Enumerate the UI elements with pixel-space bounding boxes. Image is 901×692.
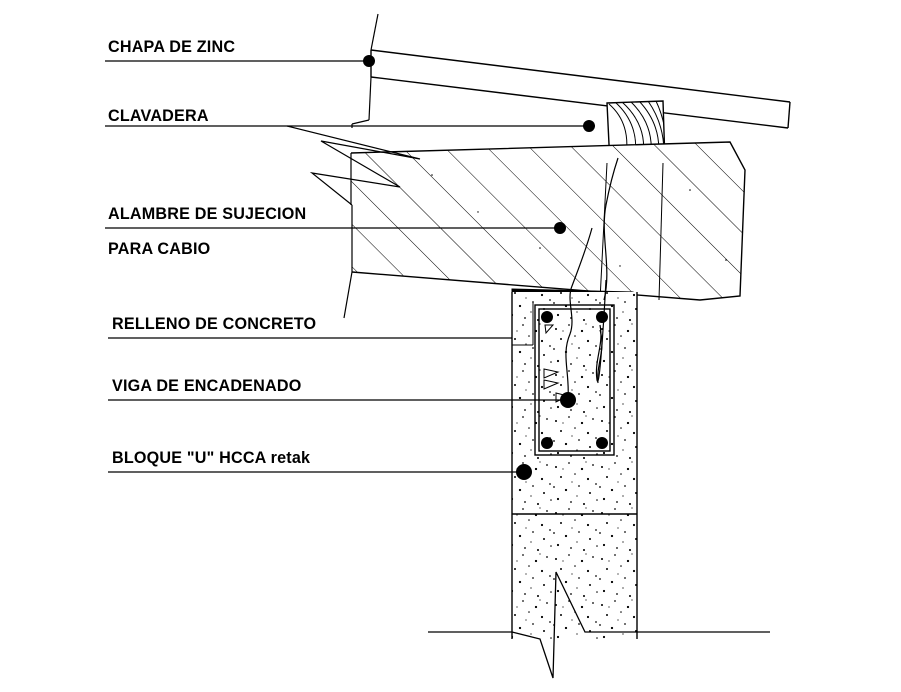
bottom-break-line bbox=[428, 571, 770, 679]
leader-dots bbox=[363, 55, 595, 480]
label-relleno-de-concreto: RELLENO DE CONCRETO bbox=[112, 314, 317, 333]
label-clavadera: CLAVADERA bbox=[108, 106, 209, 125]
leader-lines bbox=[105, 60, 589, 473]
chapa-de-zinc-shape bbox=[351, 13, 791, 129]
label-alambre-de-sujecion: ALAMBRE DE SUJECION bbox=[108, 204, 307, 223]
label-bloque-u-hcca-retak: BLOQUE "U" HCCA retak bbox=[112, 448, 311, 467]
label-para-cabio: PARA CABIO bbox=[108, 239, 211, 258]
bloque-u-wall-shape bbox=[511, 292, 638, 639]
label-chapa-de-zinc: CHAPA DE ZINC bbox=[108, 37, 236, 56]
cabio-rafter-shape bbox=[286, 125, 746, 319]
viga-encadenado-shape bbox=[534, 304, 615, 456]
label-viga-de-encadenado: VIGA DE ENCADENADO bbox=[112, 376, 302, 395]
alambre-sujecion-shape bbox=[565, 157, 619, 401]
